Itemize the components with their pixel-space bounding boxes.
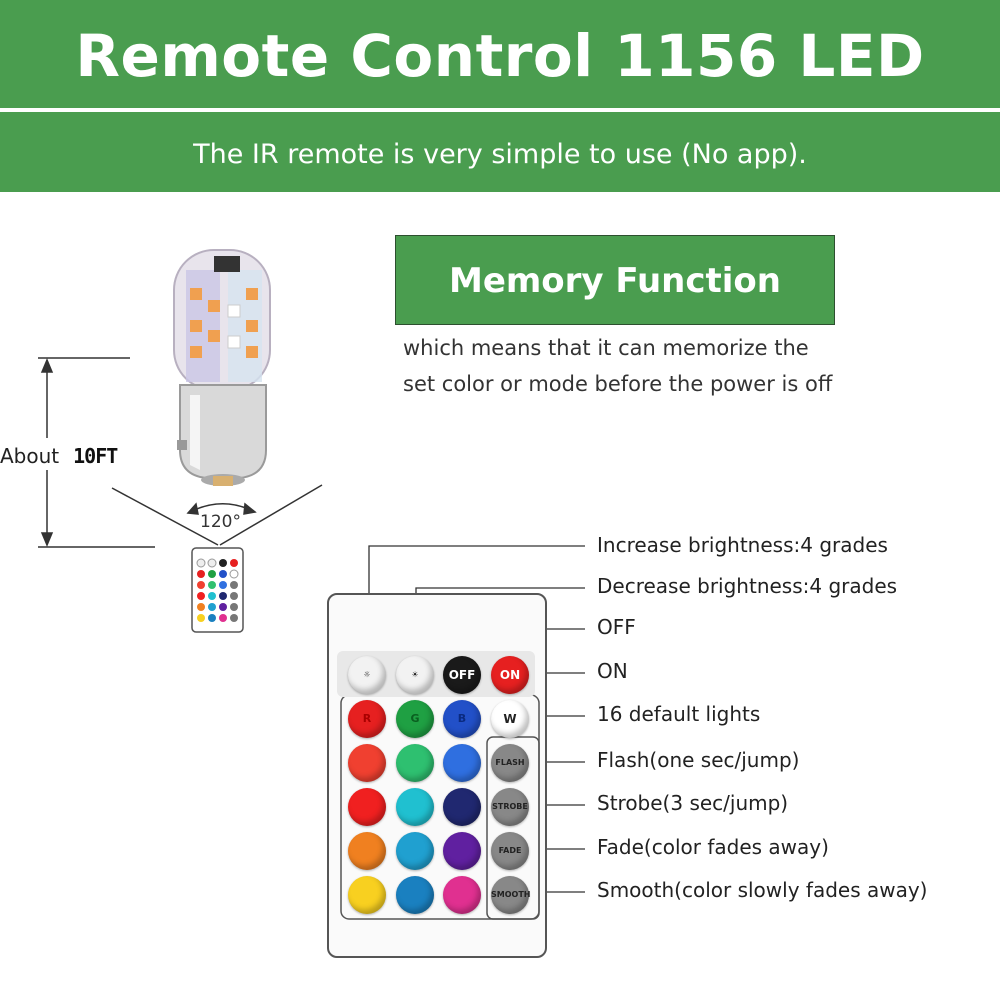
flash-button[interactable]: FLASH — [491, 744, 529, 782]
color-button-blue-2[interactable] — [396, 876, 434, 914]
memory-function-heading: Memory Function — [395, 235, 835, 325]
label-default-lights: 16 default lights — [597, 702, 761, 726]
memory-line-1: which means that it can memorize the — [403, 336, 809, 360]
small-remote-image — [191, 547, 244, 633]
off-button[interactable]: OFF — [443, 656, 481, 694]
beam-angle-label: 120° — [200, 512, 241, 532]
brightness-up-button[interactable]: ☼ — [348, 656, 386, 694]
distance-prefix: About — [0, 444, 60, 468]
beam-angle-lines — [111, 484, 323, 546]
fade-button[interactable]: FADE — [491, 832, 529, 870]
label-on: ON — [597, 659, 628, 683]
color-button-red-2[interactable] — [348, 788, 386, 826]
smooth-button[interactable]: SMOOTH — [491, 876, 530, 914]
banner-subtitle: The IR remote is very simple to use (No … — [0, 112, 1000, 192]
color-button-orange-red[interactable] — [348, 744, 386, 782]
color-button-cyan[interactable] — [396, 788, 434, 826]
strobe-button[interactable]: STROBE — [491, 788, 529, 826]
color-button-navy[interactable] — [443, 788, 481, 826]
label-fade: Fade(color fades away) — [597, 835, 829, 859]
label-strobe: Strobe(3 sec/jump) — [597, 791, 789, 815]
color-button-purple[interactable] — [443, 832, 481, 870]
blue-button[interactable]: B — [443, 700, 481, 738]
color-button-light-green[interactable] — [396, 744, 434, 782]
distance-dimension — [38, 357, 155, 548]
color-button-light-blue[interactable] — [443, 744, 481, 782]
banner-title: Remote Control 1156 LED Bulb — [0, 0, 1000, 202]
label-off: OFF — [597, 615, 636, 639]
red-button[interactable]: R — [348, 700, 386, 738]
label-decrease-brightness: Decrease brightness:4 grades — [597, 574, 898, 598]
on-button[interactable]: ON — [491, 656, 529, 694]
label-increase-brightness: Increase brightness:4 grades — [597, 533, 888, 557]
color-button-yellow[interactable] — [348, 876, 386, 914]
memory-line-2: set color or mode before the power is of… — [403, 372, 833, 396]
brightness-down-button[interactable]: ☀ — [396, 656, 434, 694]
remote-group-outlines — [337, 651, 540, 920]
distance-value: 10FT — [73, 444, 118, 468]
led-bulb-image — [173, 249, 271, 486]
color-button-teal[interactable] — [396, 832, 434, 870]
green-button[interactable]: G — [396, 700, 434, 738]
label-flash: Flash(one sec/jump) — [597, 748, 800, 772]
color-button-orange[interactable] — [348, 832, 386, 870]
memory-function-description: which means that it can memorize the set… — [403, 330, 863, 402]
distance-label: About 10FT — [0, 444, 118, 468]
white-button[interactable]: W — [491, 700, 529, 738]
label-smooth: Smooth(color slowly fades away) — [597, 878, 928, 902]
color-button-pink[interactable] — [443, 876, 481, 914]
